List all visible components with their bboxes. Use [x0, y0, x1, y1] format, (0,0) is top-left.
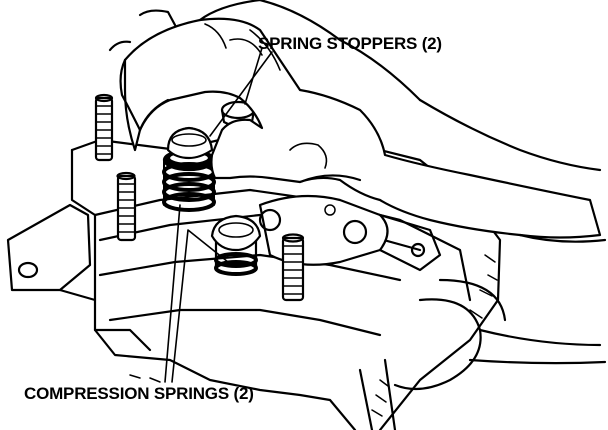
leader-line-stoppers-2	[244, 47, 263, 105]
stud-right	[281, 233, 305, 302]
hand	[108, 0, 607, 243]
spring-stoppers-label: SPRING STOPPERS (2)	[258, 34, 442, 53]
stud-left-rear	[94, 93, 114, 162]
stud-left-front	[116, 171, 137, 242]
spring-stopper-installed	[210, 214, 262, 252]
compression-springs-label: COMPRESSION SPRINGS (2)	[24, 384, 254, 403]
spring-stopper-held	[166, 126, 214, 160]
cylinder-head-block	[6, 128, 607, 430]
leader-line-springs	[164, 204, 181, 383]
compression-spring-installed	[214, 238, 258, 276]
leader-lines	[164, 47, 273, 383]
leader-line-springs-2	[171, 229, 229, 383]
leader-line-stoppers	[209, 51, 273, 137]
